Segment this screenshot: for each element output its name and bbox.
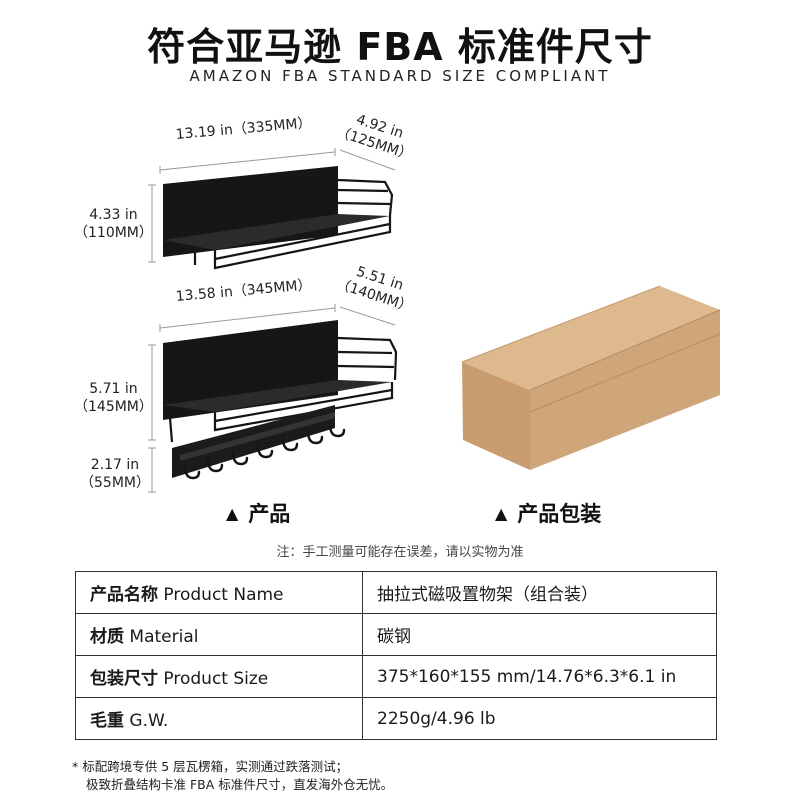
triangle-icon: ▲ [226, 504, 239, 523]
spec-key-en: Product Name [163, 585, 284, 605]
triangle-icon: ▲ [495, 504, 508, 523]
spec-key: 毛重 G.W. [75, 697, 363, 740]
hook-height-in: 2.17 in [90, 457, 140, 473]
table-row: 毛重 G.W. 2250g/4.96 lb [75, 697, 717, 740]
table-row: 包装尺寸 Product Size 375*160*155 mm/14.76*6… [75, 655, 717, 698]
hook-height-label: 2.17 in （55MM） [80, 456, 150, 492]
product-illustration [148, 148, 721, 493]
page-title: 符合亚马逊 FBA 标准件尺寸 [147, 25, 653, 69]
bottom-height-mm: （145MM） [74, 399, 153, 415]
bottom-height-in: 5.71 in [89, 381, 138, 397]
spec-value: 碳钢 [362, 613, 717, 656]
bottom-height-label: 5.71 in （145MM） [74, 380, 153, 416]
spec-key-en: Material [129, 627, 199, 647]
dimension-lines-top [148, 148, 396, 263]
spec-value: 抽拉式磁吸置物架（组合装） [362, 571, 717, 614]
dimension-lines-bottom [148, 304, 396, 493]
shelf-bottom-drawing [163, 320, 398, 480]
top-height-label: 4.33 in （110MM） [74, 206, 153, 242]
spec-key-cn: 包装尺寸 [90, 669, 158, 689]
spec-key: 包装尺寸 Product Size [75, 655, 363, 698]
spec-key: 产品名称 Product Name [75, 571, 363, 614]
caption-product-text: 产品 [248, 502, 291, 526]
package-box-drawing [461, 285, 721, 470]
top-height-in: 4.33 in [89, 207, 138, 223]
spec-key: 材质 Material [75, 613, 363, 656]
spec-table: 产品名称 Product Name 抽拉式磁吸置物架（组合装） 材质 Mater… [75, 571, 717, 740]
spec-key-en: G.W. [129, 711, 169, 731]
top-height-mm: （110MM） [74, 225, 153, 241]
spec-value: 375*160*155 mm/14.76*6.3*6.1 in [362, 655, 717, 698]
shelf-top-drawing [163, 166, 394, 270]
hook-height-mm: （55MM） [80, 475, 150, 491]
footer-line-1: * 标配跨境专供 5 层瓦楞箱，实测通过跌落测试； [72, 759, 349, 774]
caption-package: ▲ 产品包装 [495, 498, 601, 528]
spec-key-cn: 产品名称 [90, 585, 158, 605]
caption-package-text: 产品包装 [517, 502, 602, 526]
footer-line-2: 极致折叠结构卡准 FBA 标准件尺寸，直发海外仓无忧。 [86, 777, 394, 792]
spec-key-cn: 材质 [90, 627, 124, 647]
table-row: 材质 Material 碳钢 [75, 613, 717, 656]
spec-key-en: Product Size [163, 669, 269, 689]
measurement-note: 注：手工测量可能存在误差，请以实物为准 [276, 545, 524, 560]
spec-key-cn: 毛重 [90, 711, 124, 731]
caption-product: ▲ 产品 [226, 498, 290, 528]
page-subtitle: AMAZON FBA STANDARD SIZE COMPLIANT [189, 67, 611, 85]
table-row: 产品名称 Product Name 抽拉式磁吸置物架（组合装） [75, 571, 717, 614]
spec-value: 2250g/4.96 lb [362, 697, 717, 740]
